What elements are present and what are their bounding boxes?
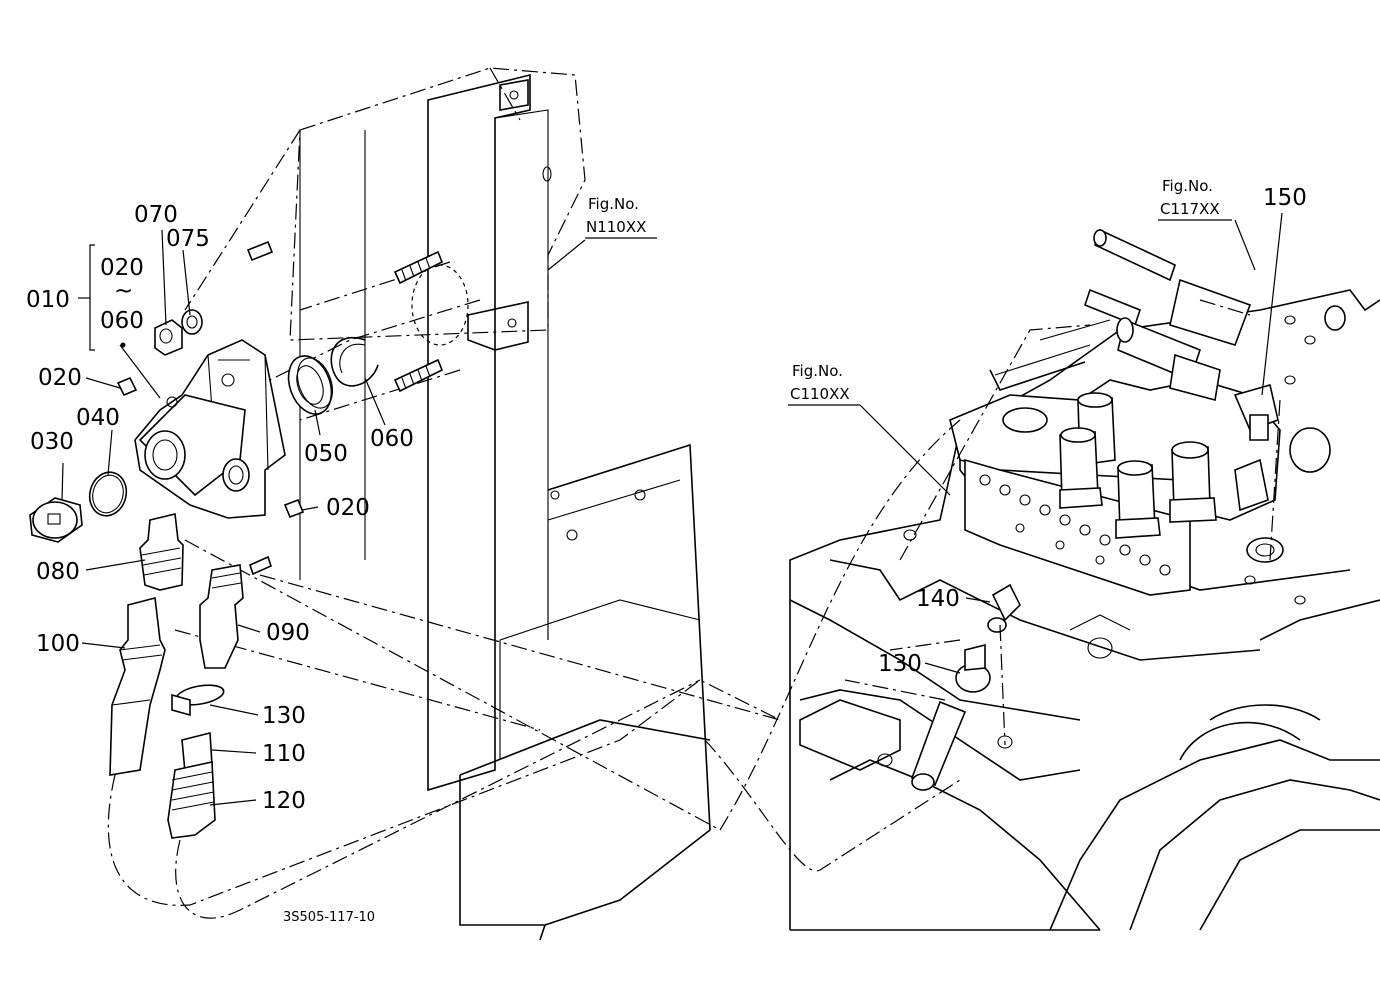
quick-coupler-120 (167, 679, 701, 919)
solenoid-assembly (989, 228, 1279, 441)
fig-ref-label: Fig.No. (588, 195, 639, 213)
callout-130-left: 130 (262, 703, 306, 729)
hose-clamp-130-right (955, 643, 991, 693)
nut-070 (154, 319, 183, 356)
drawing-code: 3S505-117-10 (283, 910, 375, 925)
fig-ref-label: Fig.No. (1162, 177, 1213, 195)
callout-080: 080 (36, 559, 80, 585)
fig-ref-c110xx: Fig.No. C110XX (788, 362, 860, 406)
fig-ref-n110xx: Fig.No. N110XX (585, 195, 657, 239)
valve-body (134, 339, 286, 519)
fig-ref-code: C117XX (1160, 200, 1220, 218)
callout-090: 090 (266, 620, 310, 646)
callout-labels: 010 020 ~ 060 070 075 020 040 030 050 06… (26, 185, 1307, 814)
callout-030: 030 (30, 429, 74, 455)
reference-lines (704, 299, 1281, 872)
drain-hose (910, 700, 967, 791)
figure-references: Fig.No. N110XX Fig.No. C110XX Fig.No. C1… (585, 177, 1232, 406)
callout-130-right: 130 (878, 651, 922, 677)
callout-040: 040 (76, 405, 120, 431)
callout-060: 060 (370, 426, 414, 452)
callout-110: 110 (262, 741, 306, 767)
callout-060-range-end: 060 (100, 308, 144, 334)
circlip-060 (330, 337, 379, 387)
leader-lines (61, 212, 1283, 806)
plug-030 (29, 497, 83, 543)
stud-bolts (246, 240, 444, 576)
callout-075: 075 (166, 226, 210, 252)
valve-block (949, 305, 1346, 605)
fig-ref-c117xx: Fig.No. C117XX (1158, 177, 1232, 221)
callout-020-upper: 020 (38, 365, 82, 391)
callout-050: 050 (304, 441, 348, 467)
fig-ref-code: N110XX (586, 218, 646, 236)
callout-150: 150 (1263, 185, 1307, 211)
set-screw-020-upper (116, 376, 138, 397)
washer-075 (181, 309, 203, 335)
callout-020-lower: 020 (326, 495, 370, 521)
set-screw-020-lower (283, 498, 305, 519)
fitting-140 (987, 583, 1021, 633)
callout-020-range-start: 020 (100, 255, 144, 281)
transmission-case (789, 289, 1380, 931)
adaptor-090 (199, 564, 244, 669)
o-ring-040 (88, 471, 128, 517)
callout-120: 120 (262, 788, 306, 814)
oil-seal-050 (287, 355, 334, 415)
callout-100: 100 (36, 631, 80, 657)
callout-070: 070 (134, 202, 178, 228)
fig-ref-label: Fig.No. (792, 362, 843, 380)
callout-010: 010 (26, 287, 70, 313)
adaptor-080 (139, 513, 184, 591)
hose-100 (107, 596, 781, 906)
hose-clamp-130-left (171, 684, 225, 717)
fig-ref-code: C110XX (790, 385, 850, 403)
callout-range-separator: ~ (114, 278, 133, 304)
callout-140: 140 (916, 586, 960, 612)
